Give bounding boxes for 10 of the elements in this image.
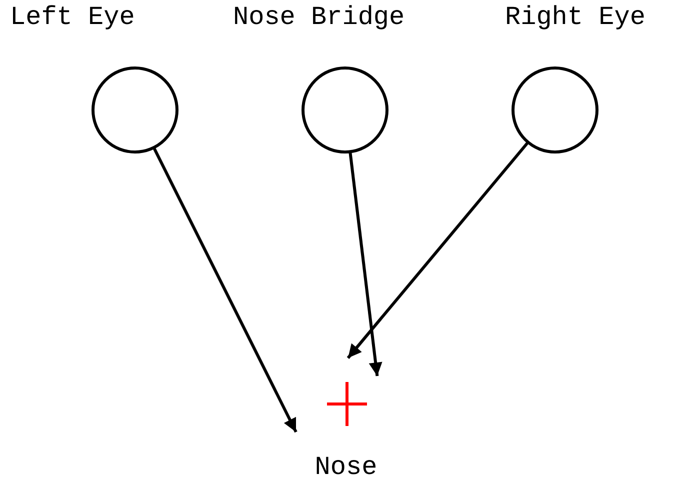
- label: Right Eye: [505, 2, 646, 32]
- circle-node: [512, 66, 598, 154]
- node-label: Nose: [314, 452, 378, 482]
- arrow: [348, 152, 382, 376]
- arrow: [152, 146, 298, 433]
- label: Left Eye: [10, 2, 135, 32]
- arrow: [346, 141, 530, 359]
- circle-node: [302, 66, 388, 154]
- label: Nose Bridge: [233, 2, 405, 32]
- circle-node: [92, 66, 178, 154]
